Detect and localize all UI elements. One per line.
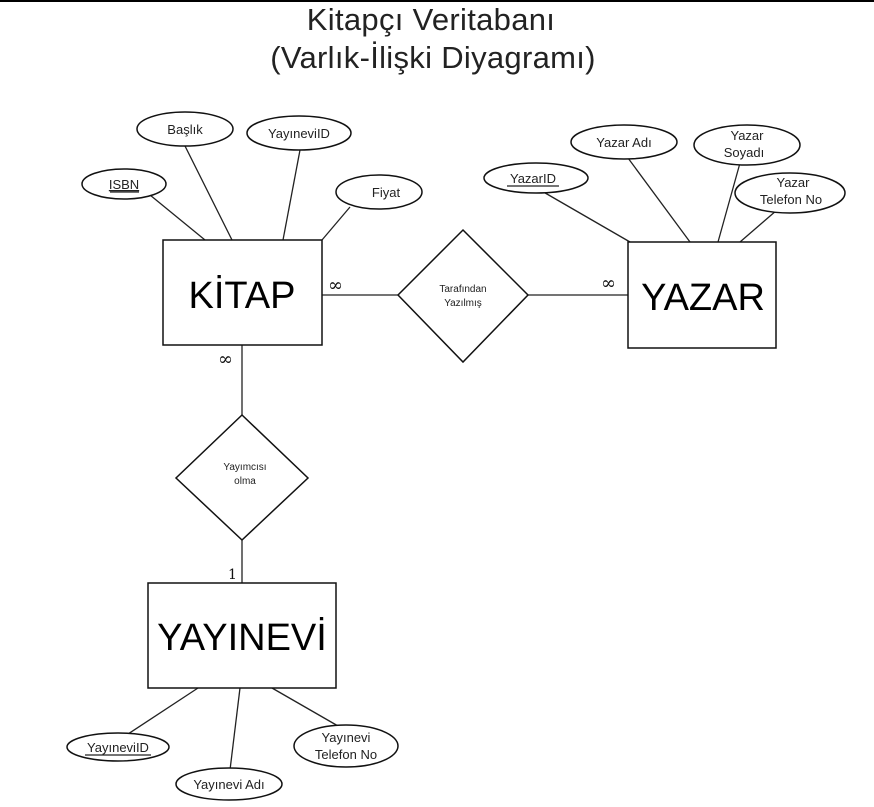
attribute-fiyat-ellipse: [335, 174, 423, 210]
attribute-yazarid: YazarID: [483, 162, 589, 194]
attribute-kitap-yayineviid-label: YayıneviID: [268, 126, 330, 141]
attribute-baslik-ellipse: [136, 111, 234, 147]
attribute-yayineviid: YayıneviID: [66, 732, 170, 762]
attribute-yayinevi-telefon-label-line1: Yayınevi: [322, 730, 371, 745]
line-yazar-soyadi: [717, 162, 741, 243]
top-border-line: [0, 0, 874, 2]
cardinality-kitap-yayimcisi: ∞: [218, 349, 233, 370]
attribute-yazar-soyadi: Yazar Soyadı: [693, 124, 801, 166]
cardinality-kitap-yazilmis: ∞: [328, 275, 343, 296]
attribute-yazar-telefon-ellipse: [734, 172, 846, 214]
relationship-yayimcisi-diamond: [174, 413, 310, 542]
attribute-yayinevi-telefon-ellipse: [293, 724, 399, 768]
attribute-yazar-adi-ellipse: [570, 124, 678, 160]
attribute-yazarid-label: YazarID: [510, 171, 556, 186]
line-yazar-adi: [627, 157, 691, 243]
attribute-yazar-soyadi-label-line2: Soyadı: [724, 145, 764, 160]
attribute-isbn: ISBN: [81, 168, 167, 200]
line-kitap-baslik: [184, 145, 233, 241]
diagram-subtitle: (Varlık-İlişki Diyagramı): [270, 40, 596, 75]
entity-yayinevi-box: [147, 582, 337, 689]
relationship-yayimcisi-label-line2: olma: [234, 476, 256, 487]
attribute-yayineviid-ellipse: [66, 732, 170, 762]
attribute-yayinevi-telefon-label-line2: Telefon No: [315, 747, 377, 762]
cardinality-labels: ∞ ∞ ∞ 1: [218, 273, 616, 583]
attribute-fiyat: Fiyat: [335, 174, 423, 210]
attribute-yazar-soyadi-ellipse: [693, 124, 801, 166]
attribute-kitap-yayineviid: YayıneviID: [246, 115, 352, 151]
attribute-yazar-adi-label: Yazar Adı: [596, 135, 651, 150]
line-kitap-yayineviid: [282, 149, 301, 241]
diagram-title: Kitapçı Veritabanı: [306, 2, 556, 37]
line-kitap-isbn: [149, 194, 206, 241]
attribute-yazar-telefon-label-line1: Yazar: [777, 175, 811, 190]
attribute-yazar-adi: Yazar Adı: [570, 124, 678, 160]
relationship-yazilmis-label-line1: Tarafından: [439, 284, 486, 295]
attribute-yayinevi-adi-label: Yayınevi Adı: [193, 777, 264, 792]
attribute-baslik: Başlık: [136, 111, 234, 147]
cardinality-yazar-yazilmis: ∞: [601, 273, 616, 294]
attribute-isbn-label: ISBN: [109, 177, 139, 192]
line-yazar-telefon: [739, 209, 778, 243]
relationship-yayimcisi-label-line1: Yayımcısı: [223, 462, 266, 473]
entity-yazar: YAZAR: [627, 241, 777, 349]
entity-yazar-label: YAZAR: [641, 277, 765, 319]
cardinality-yayinevi-yayimcisi: 1: [228, 567, 237, 583]
relationship-yayimcisi-olma: Yayımcısı olma: [174, 413, 310, 542]
attribute-kitap-yayineviid-ellipse: [246, 115, 352, 151]
relationship-yazilmis-label-line2: Yazılmış: [444, 298, 482, 309]
attribute-baslik-label: Başlık: [167, 122, 203, 137]
attribute-yazar-soyadi-label-line1: Yazar: [731, 128, 765, 143]
entity-yayinevi-label: YAYINEVİ: [157, 616, 327, 659]
attribute-yazar-telefon: Yazar Telefon No: [734, 172, 846, 214]
connector-lines: [121, 145, 778, 771]
entity-yayinevi: YAYINEVİ: [147, 582, 337, 689]
entity-kitap: KİTAP: [162, 239, 323, 346]
entity-kitap-box: [162, 239, 323, 346]
attribute-yazar-telefon-label-line2: Telefon No: [760, 192, 822, 207]
entity-kitap-label: KİTAP: [189, 274, 296, 317]
line-kitap-fiyat: [321, 206, 351, 241]
attribute-yayinevi-telefon: Yayınevi Telefon No: [293, 724, 399, 768]
attribute-yayinevi-adi-ellipse: [175, 767, 283, 801]
line-yayinevi-adi: [229, 687, 241, 771]
entity-yazar-box: [627, 241, 777, 349]
relationship-tarafindan-yazilmis: Tarafından Yazılmış: [396, 228, 530, 364]
attribute-fiyat-label: Fiyat: [372, 185, 401, 200]
line-yayinevi-id: [121, 687, 199, 739]
attribute-yayinevi-adi: Yayınevi Adı: [175, 767, 283, 801]
attribute-yayineviid-label: YayıneviID: [87, 740, 149, 755]
line-yayinevi-telefon: [271, 687, 346, 731]
attribute-isbn-ellipse: [81, 168, 167, 200]
relationship-yazilmis-diamond: [396, 228, 530, 364]
line-yazar-yazarid: [539, 189, 631, 243]
